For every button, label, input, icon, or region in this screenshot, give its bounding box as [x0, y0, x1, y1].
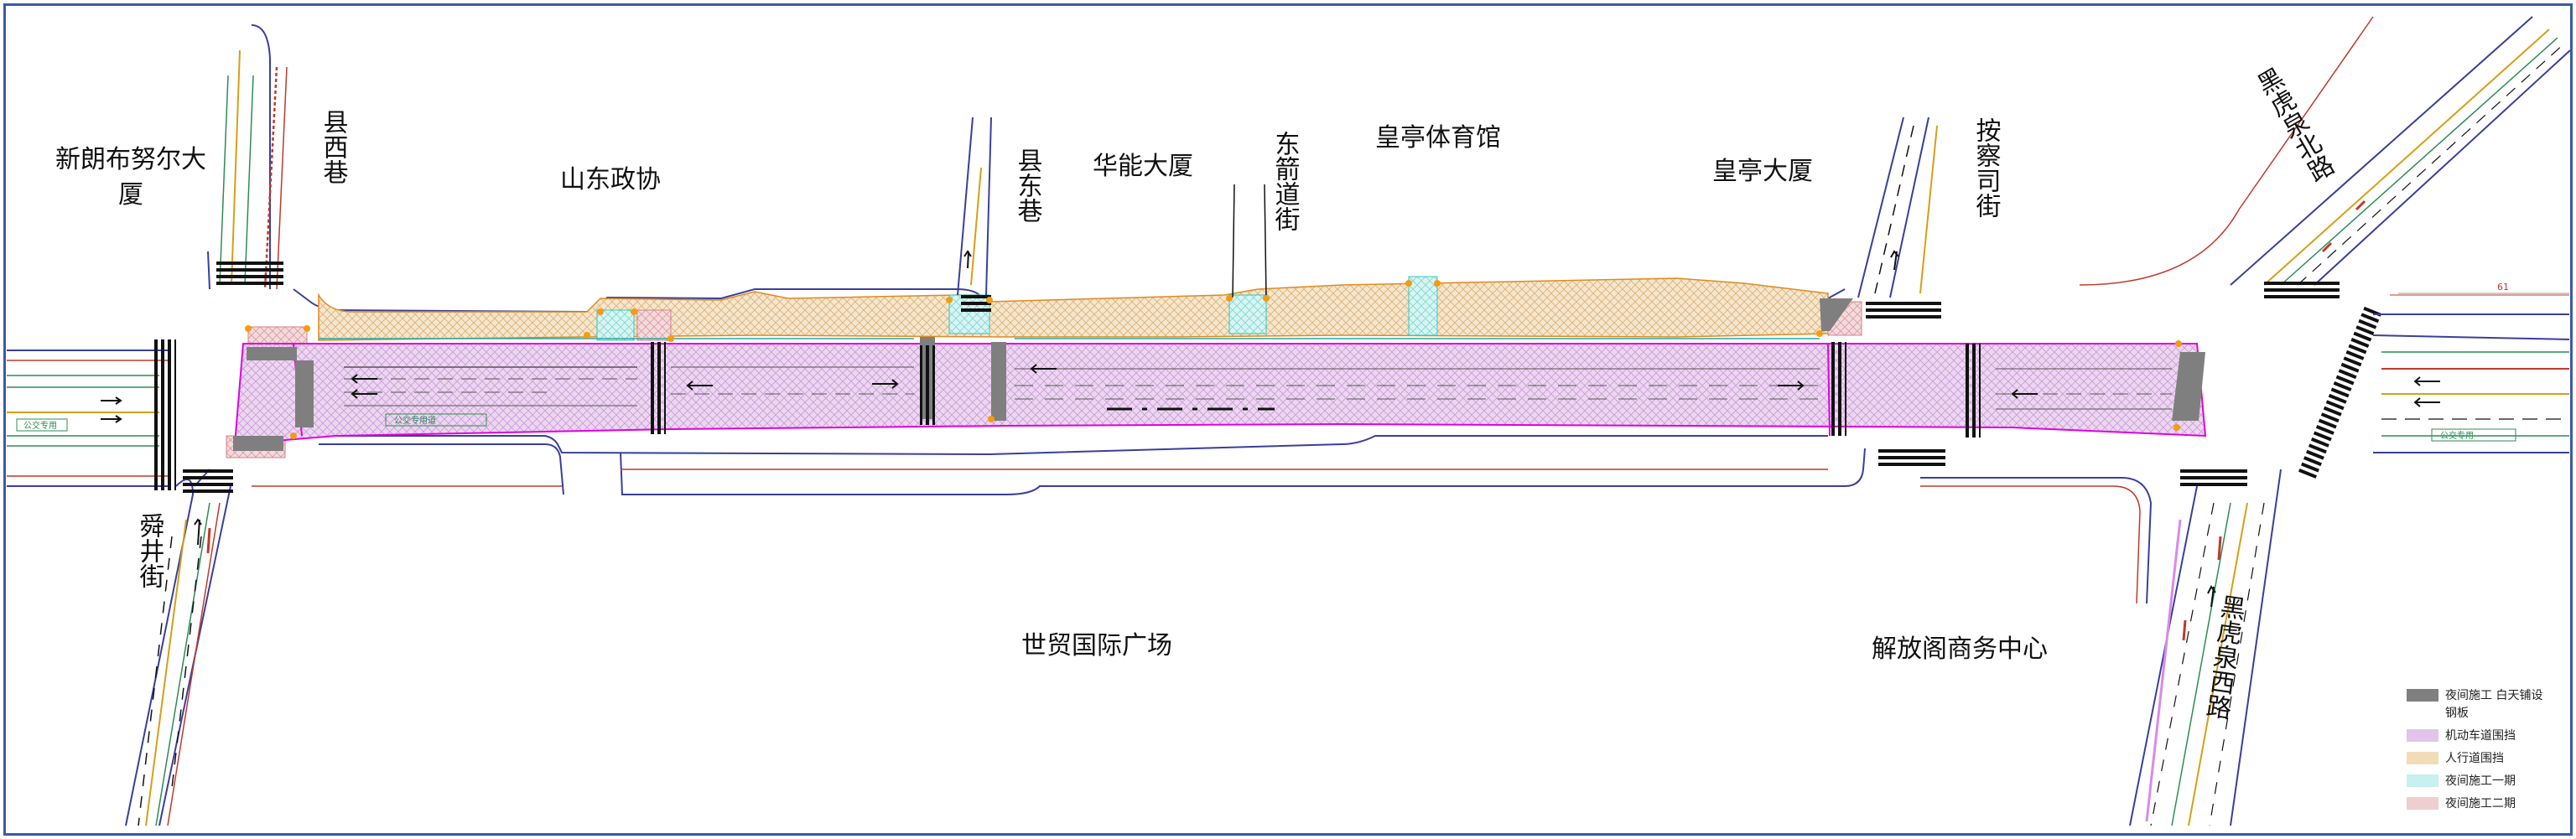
dimension-line: 61: [2390, 282, 2569, 296]
label-shimao: 世贸国际广场: [1021, 631, 1172, 660]
label-xianxixiang: 县西巷: [318, 109, 348, 184]
legend-item: 人行道围挡: [2407, 750, 2549, 768]
label-dongjian: 东箭道街: [1270, 131, 1300, 231]
legend: 夜间施工 白天铺设钢板 机动车道围挡 人行道围挡 夜间施工一期 夜间施工二期: [2407, 687, 2549, 818]
legend-swatch-rose: [2407, 797, 2438, 810]
legend-item: 夜间施工二期: [2407, 795, 2549, 813]
legend-label: 机动车道围挡: [2445, 729, 2516, 743]
legend-swatch-pink: [2407, 729, 2438, 742]
legend-label: 夜间施工二期: [2445, 797, 2516, 811]
shunjing-street: [125, 24, 288, 826]
legend-swatch-cyan: [2407, 774, 2438, 787]
legend-swatch-gray: [2407, 689, 2438, 702]
orange-nodes: [245, 280, 2182, 439]
svg-text:公交专用道: 公交专用道: [394, 415, 436, 426]
legend-label: 人行道围挡: [2445, 752, 2504, 765]
label-xinlang: 新朗布努尔大厦: [55, 145, 206, 210]
label-huangting-dasha: 皇亭大厦: [1712, 157, 1813, 186]
west-road: 公交专用: [7, 339, 176, 490]
legend-swatch-tan: [2407, 752, 2438, 764]
legend-label: 夜间施工一期: [2445, 774, 2516, 788]
label-shandong-zhengxie: 山东政协: [560, 165, 661, 194]
side-streets: [957, 117, 1938, 313]
label-jiefangge: 解放阁商务中心: [1872, 634, 2048, 664]
legend-item: 机动车道围挡: [2407, 728, 2549, 745]
label-ancha: 按察司街: [1971, 117, 2001, 218]
svg-text:公交专用: 公交专用: [23, 420, 57, 431]
label-xiandongxiang: 县东巷: [1012, 148, 1042, 223]
label-shunjing: 舜井街: [134, 513, 164, 588]
label-huaneng: 华能大厦: [1093, 152, 1193, 181]
map-frame: [3, 3, 2573, 836]
legend-item: 夜间施工一期: [2407, 773, 2549, 790]
lane-markings: 公交专用道: [319, 338, 2172, 427]
label-huangting-tiyuguan: 皇亭体育馆: [1375, 123, 1501, 153]
dimension-61: 61: [2497, 282, 2509, 293]
crosswalks: [647, 298, 2247, 489]
heihuquan-west-road: [2129, 469, 2282, 826]
east-road: 公交专用: [2372, 293, 2570, 453]
vehicle-lane-enclosure: [233, 343, 2207, 446]
heihuquan-north-road: [2079, 16, 2571, 482]
legend-item: 夜间施工 白天铺设钢板: [2407, 687, 2549, 722]
legend-label: 夜间施工 白天铺设钢板: [2445, 689, 2543, 720]
night-phase-1: [596, 276, 1438, 341]
svg-text:公交专用: 公交专用: [2440, 430, 2474, 441]
